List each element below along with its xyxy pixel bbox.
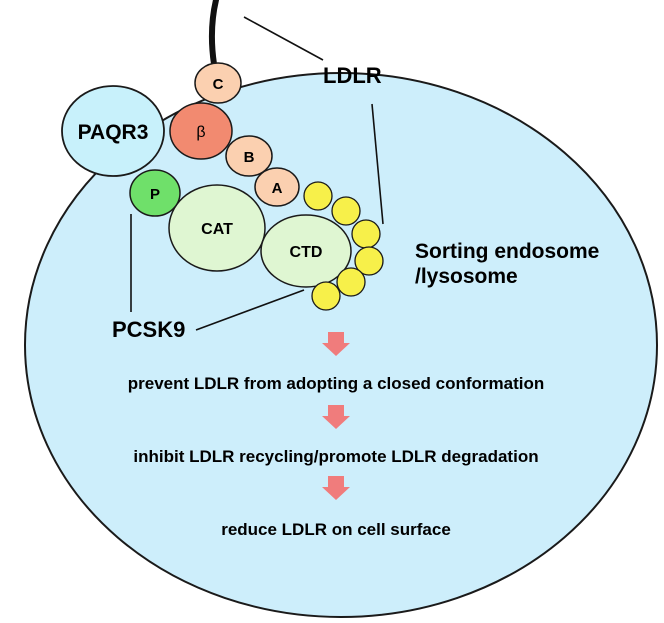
label-p: P bbox=[150, 186, 160, 203]
ldlr-domain-a bbox=[254, 167, 300, 207]
ldlr-leader-line-beads bbox=[371, 103, 384, 225]
step-3-text: reduce LDLR on cell surface bbox=[221, 520, 451, 539]
egf-bead bbox=[331, 196, 361, 226]
ldlr-leader-line-tail bbox=[243, 16, 324, 61]
egf-bead bbox=[336, 267, 366, 297]
pcsk9-catalytic-domain bbox=[168, 184, 266, 272]
step-1-text: prevent LDLR from adopting a closed conf… bbox=[128, 374, 545, 393]
ldlr-domain-c bbox=[194, 62, 242, 104]
pcsk9-ctd bbox=[260, 214, 352, 288]
down-arrow bbox=[322, 405, 350, 429]
label-cat: CAT bbox=[201, 221, 233, 238]
pcsk9-leader-line-ctd bbox=[195, 289, 305, 331]
label-compartment-line2: /lysosome bbox=[415, 265, 518, 288]
ldlr-egf-beads bbox=[303, 181, 384, 311]
label-a: A bbox=[272, 180, 283, 197]
label-compartment-line1: Sorting endosome bbox=[415, 240, 599, 263]
label-ctd: CTD bbox=[290, 244, 323, 261]
ldlr-beta-propeller bbox=[169, 102, 233, 160]
label-ldlr: LDLR bbox=[323, 63, 382, 88]
step-2-text: inhibit LDLR recycling/promote LDLR degr… bbox=[133, 447, 538, 466]
egf-bead bbox=[354, 246, 384, 276]
pcsk9-prodomain bbox=[129, 169, 181, 217]
ldlr-transmembrane-tail bbox=[208, 0, 219, 67]
down-arrow bbox=[322, 332, 350, 356]
label-b: B bbox=[244, 149, 255, 166]
label-paqr3: PAQR3 bbox=[78, 121, 149, 144]
down-arrow bbox=[322, 476, 350, 500]
label-beta: β bbox=[196, 124, 205, 141]
egf-bead bbox=[311, 281, 341, 311]
egf-bead bbox=[303, 181, 333, 211]
egf-bead bbox=[351, 219, 381, 249]
paqr3-protein bbox=[61, 85, 165, 177]
flow-arrows bbox=[322, 332, 350, 500]
label-c: C bbox=[213, 76, 224, 93]
ldlr-domain-b bbox=[225, 135, 273, 177]
label-pcsk9: PCSK9 bbox=[112, 317, 185, 342]
